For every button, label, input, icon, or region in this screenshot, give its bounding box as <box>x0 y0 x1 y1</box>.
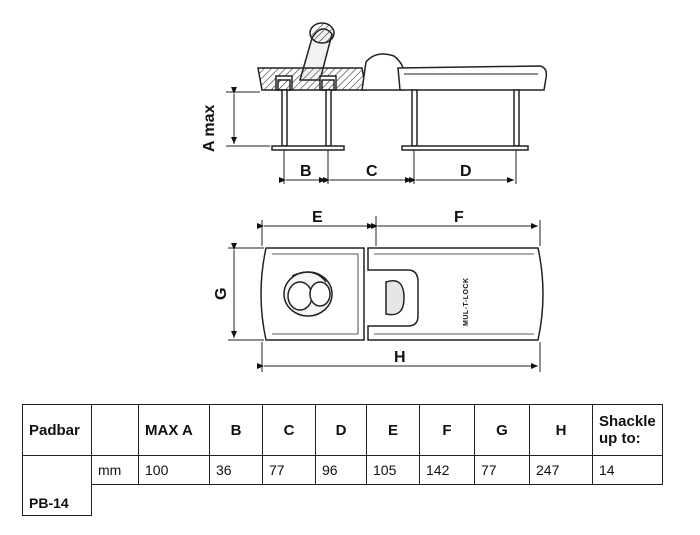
label-h: H <box>394 349 406 366</box>
header-g: G <box>474 404 530 456</box>
header-h: H <box>529 404 593 456</box>
cell-model: PB-14 <box>22 455 92 516</box>
technical-drawing: A max B C D MUL-T-LOCK <box>201 22 548 372</box>
header-max-a: MAX A <box>138 404 210 456</box>
brand-text: MUL-T-LOCK <box>463 277 470 326</box>
cell-max-a: 100 <box>138 455 210 485</box>
label-c: C <box>366 163 378 180</box>
label-g: G <box>213 288 230 300</box>
label-d: D <box>460 163 472 180</box>
label-a-max: A max <box>201 104 218 152</box>
cell-b: 36 <box>209 455 263 485</box>
cell-h: 247 <box>529 455 593 485</box>
cell-c: 77 <box>262 455 316 485</box>
label-f: F <box>454 209 464 226</box>
cell-g: 77 <box>474 455 530 485</box>
staple <box>385 280 405 316</box>
header-e: E <box>366 404 420 456</box>
header-padbar: Padbar <box>22 404 92 456</box>
spacer-cell <box>91 484 663 515</box>
dim-bcd <box>279 150 517 184</box>
dim-h <box>257 342 541 372</box>
cell-unit: mm <box>91 455 139 485</box>
label-e: E <box>312 209 323 226</box>
header-d: D <box>315 404 367 456</box>
dim-a-max <box>226 87 270 147</box>
left-body <box>257 67 367 91</box>
label-b: B <box>300 163 312 180</box>
header-c: C <box>262 404 316 456</box>
lock-knob <box>283 271 333 317</box>
dim-ef <box>257 216 541 246</box>
right-plate <box>397 65 548 91</box>
right-plate-top <box>367 247 544 341</box>
top-view <box>260 247 544 341</box>
table-row-spacer <box>23 484 663 515</box>
header-unit <box>91 404 139 456</box>
left-backing-plate <box>271 145 345 151</box>
right-backing-plate <box>401 145 529 151</box>
cell-e: 105 <box>366 455 420 485</box>
cell-d: 96 <box>315 455 367 485</box>
dim-g <box>228 243 264 341</box>
header-b: B <box>209 404 263 456</box>
cell-shackle: 14 <box>592 455 663 485</box>
cell-f: 142 <box>419 455 475 485</box>
table-row: PB-14 mm 100 36 77 96 105 142 77 247 14 <box>22 455 663 516</box>
header-f: F <box>419 404 475 456</box>
side-view <box>257 22 548 151</box>
